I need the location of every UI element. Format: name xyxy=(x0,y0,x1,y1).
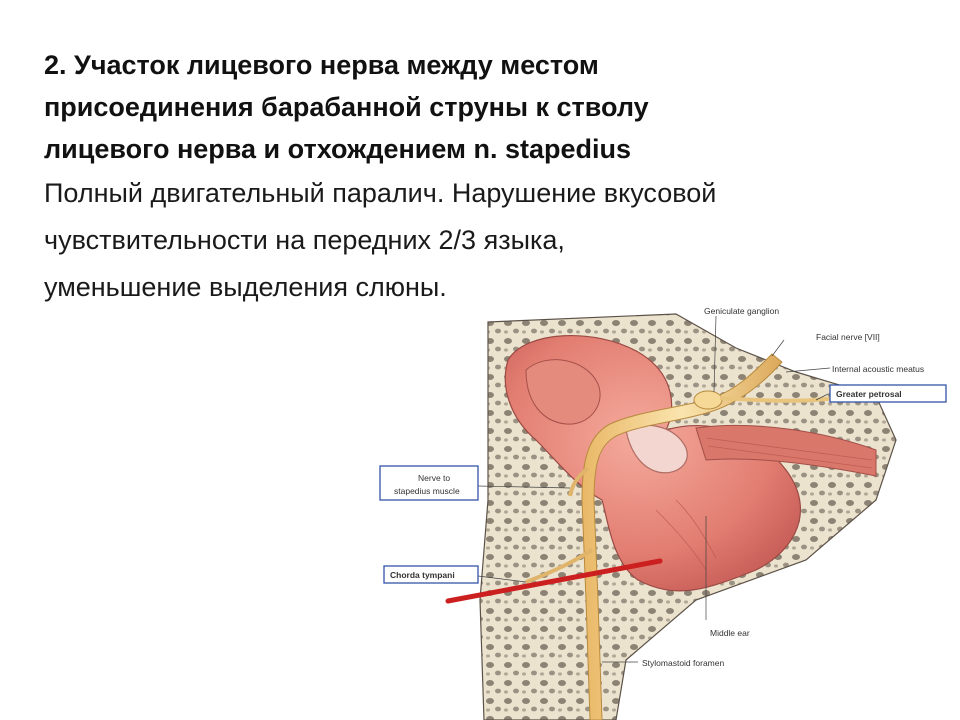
chorda-tympani xyxy=(525,548,594,584)
chorda-tympani-box xyxy=(383,565,479,584)
heading-line-3: лицевого нерва и отхождением n. stapediu… xyxy=(44,134,632,164)
leader-lines xyxy=(477,315,831,663)
mastoid-antrum xyxy=(525,359,601,425)
greater-petrosal-box xyxy=(829,384,947,403)
nerve-to-stapedius-box xyxy=(379,465,479,501)
label-nerve-to-stapedius-1: Nerve to xyxy=(418,473,450,483)
facial-nerve-diagram: Geniculate ganglion Facial nerve [VII] I… xyxy=(379,306,947,720)
nerve-to-stapedius xyxy=(568,466,590,497)
heading-line-2: присоединения барабанной струны к стволу xyxy=(44,92,649,122)
slide-body: Полный двигательный паралич. Нарушение в… xyxy=(44,170,924,311)
ossicles xyxy=(625,424,688,474)
body-line-1: Полный двигательный паралич. Нарушение в… xyxy=(44,178,717,208)
label-greater-petrosal: Greater petrosal xyxy=(836,389,902,399)
geniculate-ganglion xyxy=(693,390,723,410)
label-chorda-tympani: Chorda tympani xyxy=(390,570,455,580)
slide-text: 2. Участок лицевого нерва между местом п… xyxy=(44,44,924,311)
label-stylomastoid-foramen: Stylomastoid foramen xyxy=(642,658,724,668)
slide-heading: 2. Участок лицевого нерва между местом п… xyxy=(44,44,924,170)
body-line-3: уменьшение выделения слюны. xyxy=(44,272,447,302)
label-geniculate-ganglion: Geniculate ganglion xyxy=(704,306,779,316)
anatomical-figure: Geniculate ganglion Facial nerve [VII] I… xyxy=(376,300,960,720)
label-nerve-to-stapedius-2: stapedius muscle xyxy=(394,486,460,496)
tissue-lines xyxy=(655,437,873,571)
lesion-mark-line xyxy=(445,558,663,604)
label-internal-acoustic-meatus: Internal acoustic meatus xyxy=(832,364,924,374)
label-middle-ear: Middle ear xyxy=(710,628,750,638)
heading-line-1: 2. Участок лицевого нерва между местом xyxy=(44,50,599,80)
body-line-2: чувствительности на передних 2/3 языка, xyxy=(44,225,565,255)
label-facial-nerve: Facial nerve [VII] xyxy=(816,332,880,342)
inner-ear-canal xyxy=(695,424,877,477)
